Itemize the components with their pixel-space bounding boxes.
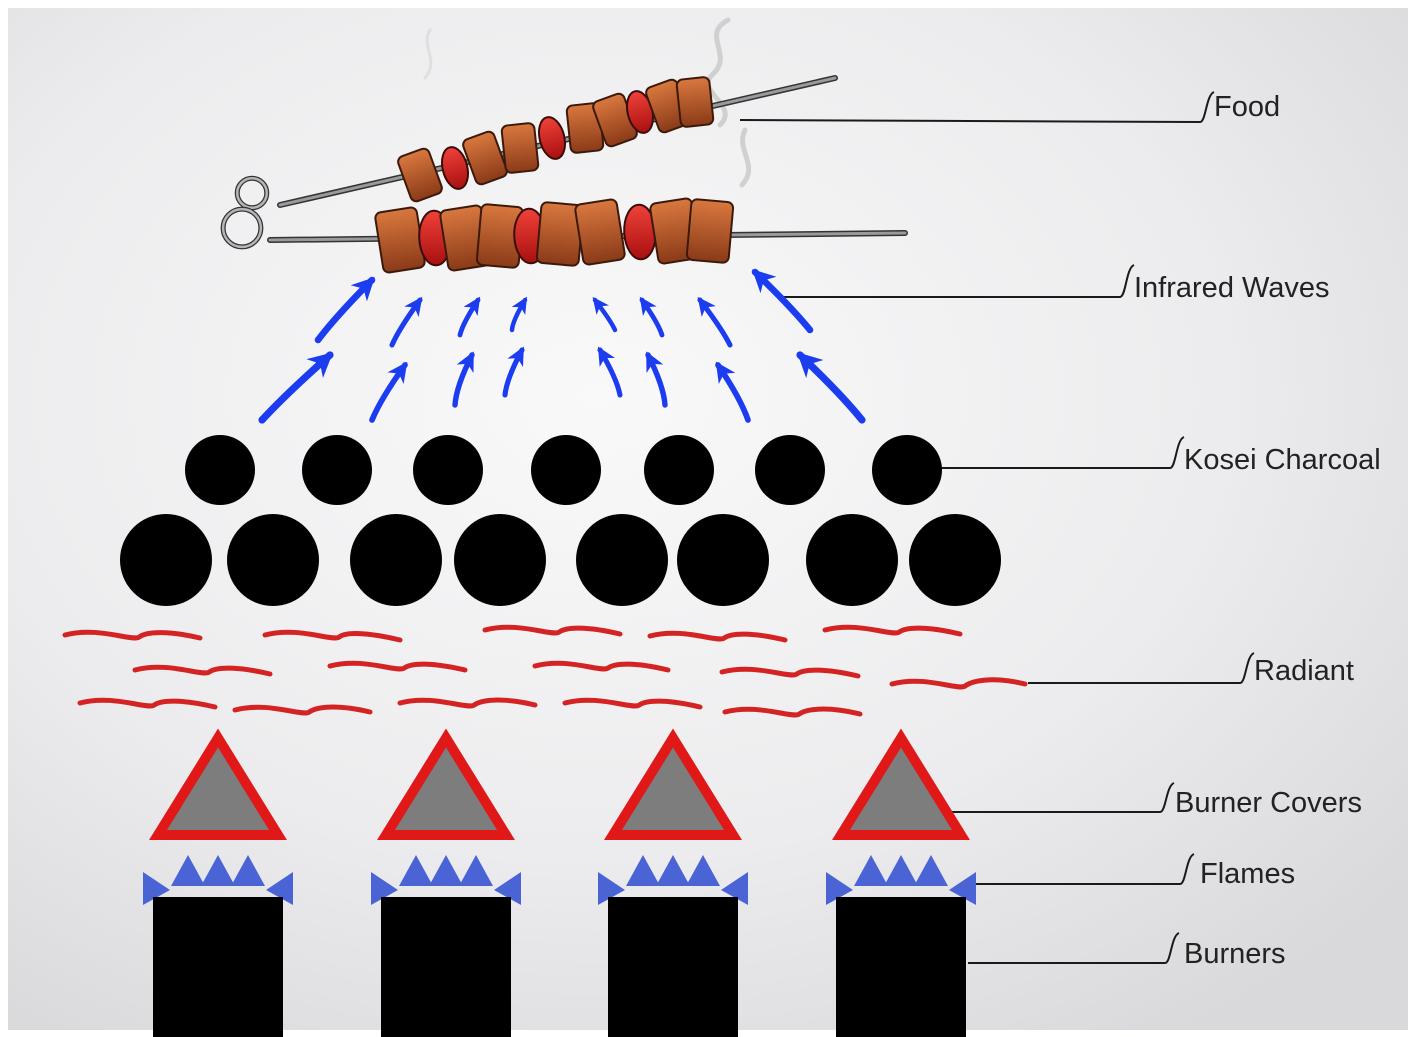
burners-label: Burners (1184, 940, 1286, 969)
burner-icon (608, 897, 738, 1037)
meat-piece (374, 207, 425, 274)
food-label: Food (1214, 93, 1280, 122)
charcoal-ball-icon (909, 514, 1001, 606)
kosei-charcoal-label: Kosei Charcoal (1184, 446, 1381, 475)
meat-piece (501, 123, 539, 174)
charcoal-ball-icon (644, 435, 714, 505)
meat-piece (676, 77, 714, 128)
flames-label: Flames (1200, 860, 1295, 889)
charcoal-ball-icon (576, 514, 668, 606)
charcoal-ball-icon (227, 514, 319, 606)
meat-piece (686, 199, 733, 263)
charcoal-ball-icon (120, 514, 212, 606)
charcoal-ball-icon (872, 435, 942, 505)
burner-icon (153, 897, 283, 1037)
charcoal-ball-icon (185, 435, 255, 505)
charcoal-ball-icon (755, 435, 825, 505)
charcoal-ball-icon (350, 514, 442, 606)
meat-piece (574, 199, 625, 266)
charcoal-ball-icon (531, 435, 601, 505)
charcoal-ball-icon (302, 435, 372, 505)
charcoal-ball-icon (806, 514, 898, 606)
charcoal-ball-icon (413, 435, 483, 505)
burner-icon (381, 897, 511, 1037)
charcoal-ball-icon (454, 514, 546, 606)
burner-covers-label: Burner Covers (1175, 789, 1362, 818)
charcoal-ball-icon (677, 514, 769, 606)
radiant-label: Radiant (1254, 657, 1354, 686)
infrared-waves-label: Infrared Waves (1134, 274, 1330, 303)
burner-icon (836, 897, 966, 1037)
